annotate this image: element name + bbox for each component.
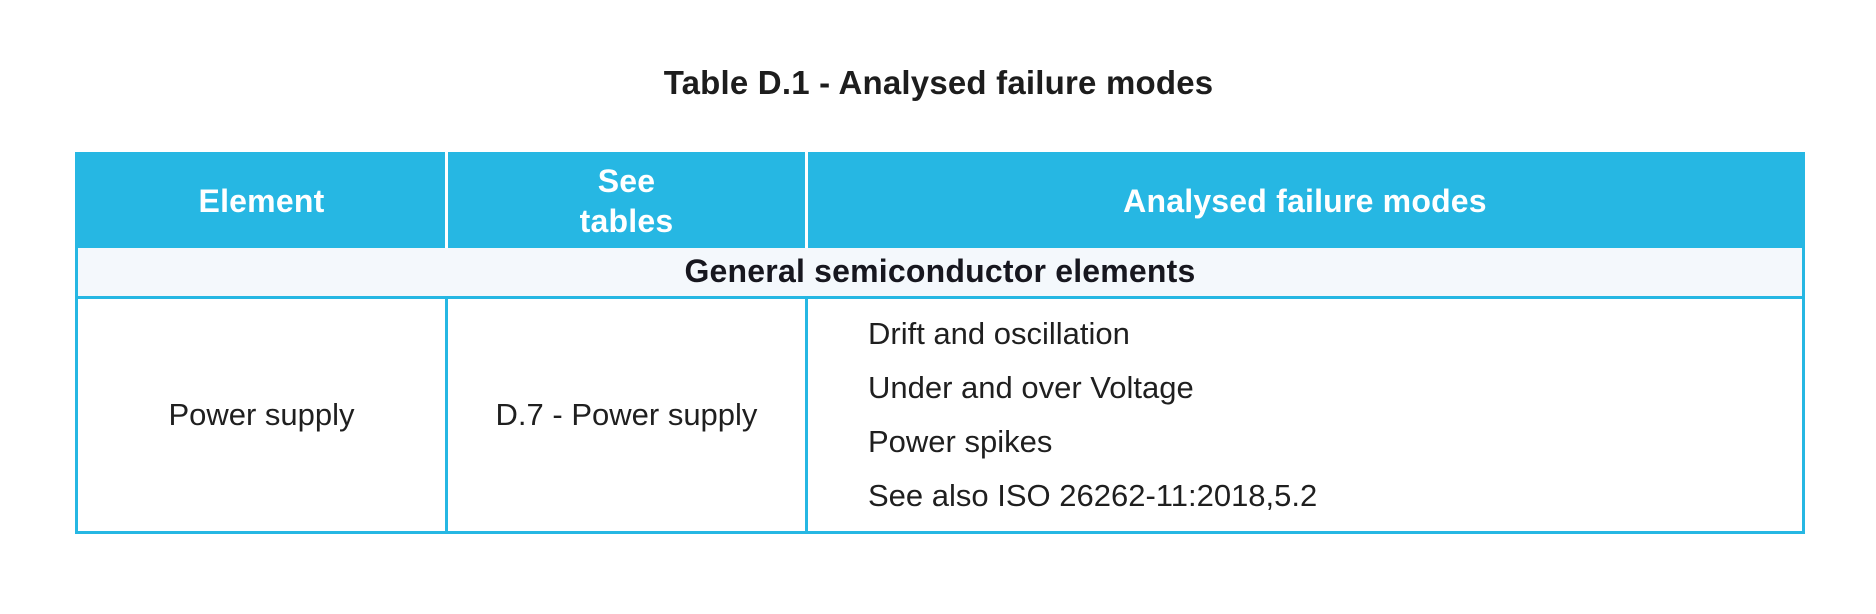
col-header-element: Element [76,153,447,248]
col-header-see-tables: See tables [445,153,807,248]
section-header-row: General semiconductor elements [76,247,1804,299]
page-title: Table D.1 - Analysed failure modes [663,64,1214,101]
col-header-analysed-failure-modes-label: Analysed failure modes [1123,183,1487,220]
col-header-analysed-failure-modes: Analysed failure modes [805,153,1804,248]
table-header-row: Element See tables Analysed failure mode… [76,153,1804,248]
col-header-element-label: Element [198,183,325,220]
failure-mode-line: Drift and oscillation [868,316,1130,351]
cell-element: Power supply [76,297,447,533]
failure-mode-line: Under and over Voltage [868,370,1194,405]
table-row: Power supply D.7 - Power supply Drift an… [76,297,1804,533]
failure-mode-line: Power spikes [868,424,1053,459]
failure-mode-line: See also ISO 26262-11:2018,5.2 [868,478,1318,513]
col-header-see-tables-label: See tables [579,163,674,240]
section-header: General semiconductor elements [76,247,1804,299]
cell-see-tables: D.7 - Power supply [445,297,807,533]
cell-failure-modes: Drift and oscillation Under and over Vol… [805,297,1804,533]
failure-modes-table: Element See tables Analysed failure mode… [75,152,1805,534]
